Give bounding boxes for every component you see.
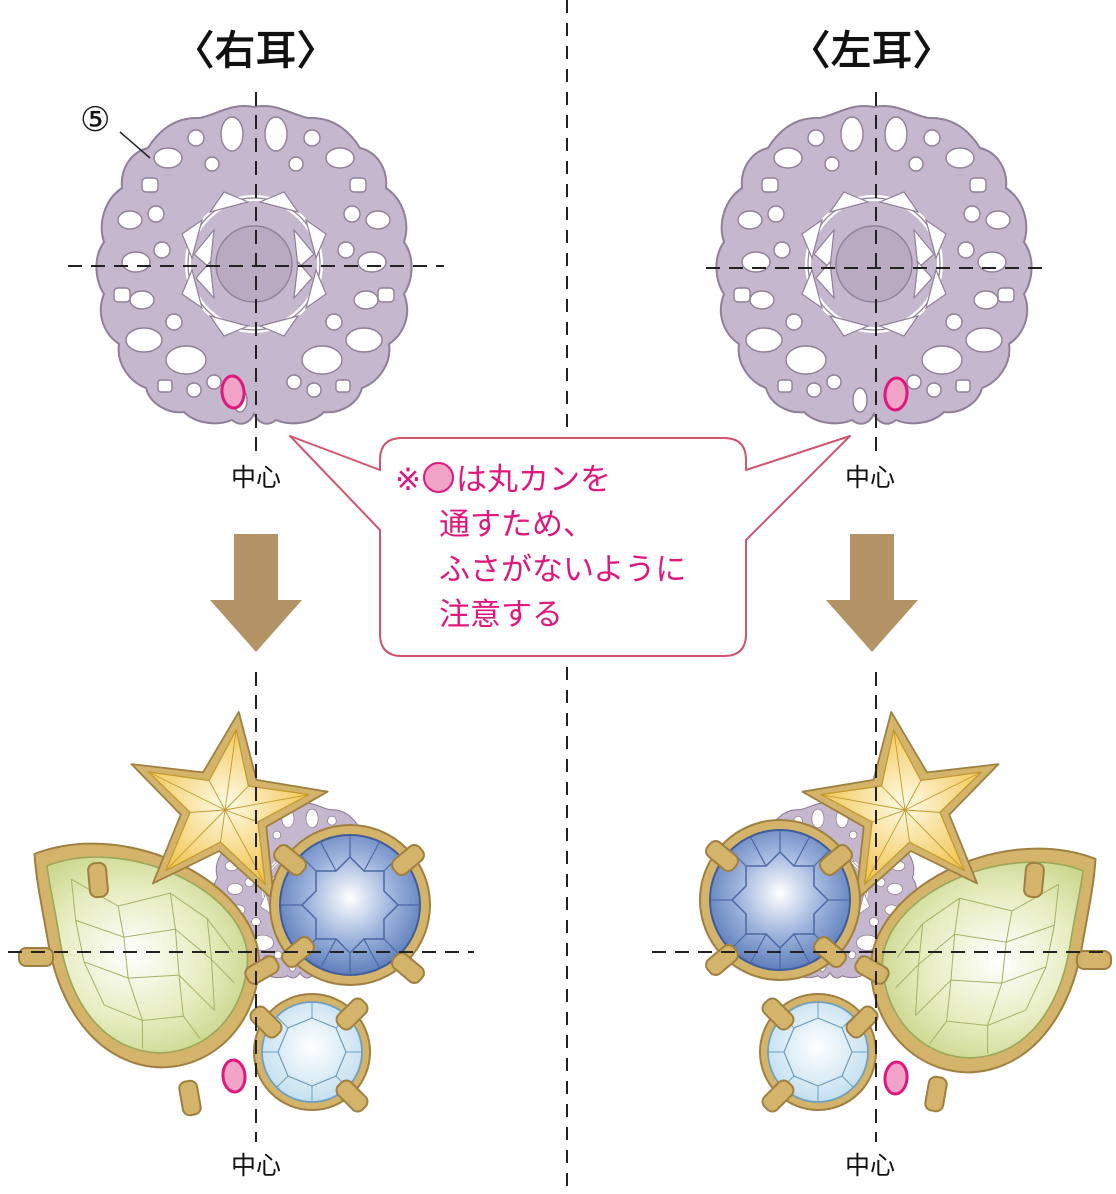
note-line-2: 通すため、 bbox=[439, 507, 594, 543]
center-label-right-ear-bottom: 中心 bbox=[230, 1151, 281, 1180]
right-ear-title: 〈右耳〉 bbox=[174, 28, 338, 74]
hole-marker-icon bbox=[422, 462, 454, 493]
center-label-left-ear-bottom: 中心 bbox=[844, 1151, 895, 1180]
center-label-right-ear-top: 中心 bbox=[230, 463, 281, 492]
part-5-leader bbox=[119, 131, 151, 159]
right-ear-assembled bbox=[6, 697, 431, 1118]
right-ear-lace-part bbox=[96, 106, 411, 424]
jump-ring-hole-marker bbox=[882, 1059, 910, 1097]
note-line-1: ※ は丸カンを bbox=[395, 458, 735, 503]
left-ear-assembled bbox=[699, 697, 1116, 1116]
note-prefix: ※ bbox=[395, 462, 421, 498]
note-line-4: 注意する bbox=[439, 597, 563, 633]
left-ear-title: 〈左耳〉 bbox=[790, 28, 954, 74]
jump-ring-hole-marker bbox=[220, 1057, 248, 1095]
center-label-left-ear-top: 中心 bbox=[844, 463, 895, 492]
note-text: ※ は丸カンを 通すため、 ふさがないように 注意する bbox=[395, 458, 735, 638]
left-ear-lace-part bbox=[716, 106, 1031, 424]
note-line-3: ふさがないように bbox=[439, 552, 687, 588]
note-line-1-text: は丸カンを bbox=[455, 462, 611, 498]
jump-ring-hole-marker bbox=[882, 375, 910, 413]
down-arrow-right bbox=[826, 534, 918, 652]
down-arrow-left bbox=[210, 534, 302, 652]
jump-ring-hole-marker bbox=[219, 373, 247, 411]
part-number-label: ⑤ bbox=[80, 100, 111, 140]
